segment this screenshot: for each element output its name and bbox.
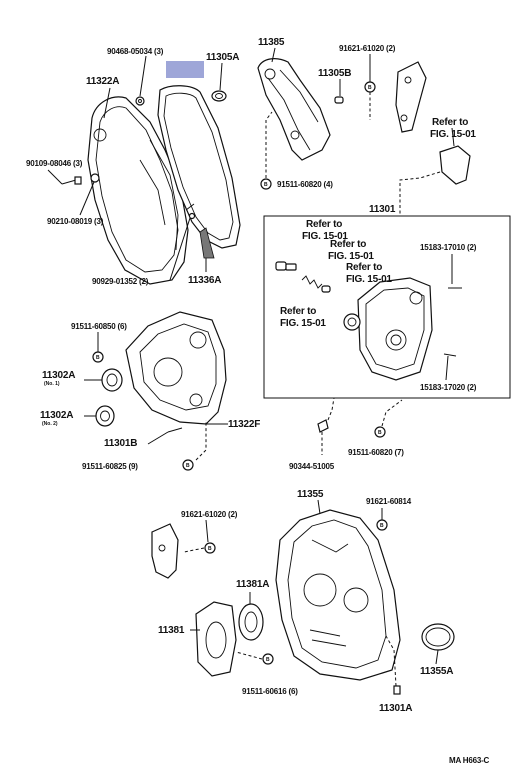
label-11322F: 11322F	[228, 419, 260, 430]
label-90210: 90210-08019 (3)	[47, 217, 104, 226]
seal-11305A	[211, 90, 227, 102]
label-ref2b: FIG. 15-01	[328, 251, 374, 262]
label-11301A: 11301A	[379, 703, 412, 714]
seal-11302A-no2	[95, 405, 115, 427]
label-11355: 11355	[297, 489, 324, 500]
label-11305B: 11305B	[318, 68, 351, 79]
bolt-11301B	[167, 427, 183, 433]
bolt-head-91511e: B	[262, 653, 274, 665]
timing-cover-11322F	[125, 311, 227, 425]
figure-code: MA H663-C	[449, 756, 490, 765]
label-11322A: 11322A	[86, 76, 119, 87]
label-no2: (No. 2)	[42, 421, 58, 427]
bolt-head-91621a: B	[364, 81, 376, 93]
pin-15183b	[443, 353, 457, 357]
seal-11302A-no1	[101, 368, 123, 392]
part-11336A	[199, 227, 215, 259]
label-11301B: 11301B	[104, 438, 137, 449]
highlight-marker[interactable]	[166, 61, 204, 78]
label-90109: 90109-08046 (3)	[26, 159, 83, 168]
timing-cover-11322A	[87, 96, 189, 285]
label-90468: 90468-05034 (3)	[107, 47, 164, 56]
label-ref3b: FIG. 15-01	[346, 274, 392, 285]
cover-11385	[257, 58, 331, 161]
bolt-head-91511d: B	[374, 426, 386, 438]
svg-text:B: B	[380, 523, 384, 529]
svg-text:B: B	[368, 85, 372, 91]
belt-gasket	[157, 85, 241, 249]
svg-text:B: B	[208, 546, 212, 552]
grommet-90468	[135, 96, 145, 106]
plug-11355A	[421, 623, 455, 651]
oil-pump-gear	[343, 313, 361, 331]
label-11305A: 11305A	[206, 52, 239, 63]
bolt-head-91511b: B	[92, 351, 104, 363]
svg-text:B: B	[378, 430, 382, 436]
svg-text:B: B	[266, 657, 270, 663]
label-91511d: 91511-60820 (7)	[348, 448, 404, 457]
label-11301: 11301	[369, 204, 396, 215]
label-11385: 11385	[258, 37, 285, 48]
plug-11305B	[334, 96, 344, 104]
label-ref4b: FIG. 15-01	[280, 318, 326, 329]
relief-valve-parts	[275, 261, 331, 293]
pin-11301A	[393, 685, 401, 695]
label-91621b: 91621-61020 (2)	[181, 510, 238, 519]
bolt-head-91511a: B	[260, 178, 272, 190]
label-ref3a: Refer to	[346, 262, 382, 273]
label-91621c: 91621-60814	[366, 497, 412, 506]
label-91511e: 91511-60616 (6)	[242, 687, 298, 696]
svg-text:B: B	[264, 182, 268, 188]
label-refer-top: Refer to	[432, 117, 468, 128]
label-91511c: 91511-60825 (9)	[82, 462, 138, 471]
label-11355A: 11355A	[420, 666, 453, 677]
label-11302A-2: 11302A	[40, 410, 73, 421]
gasket-ref-top	[439, 145, 471, 185]
label-ref4a: Refer to	[280, 306, 316, 317]
label-ref1a: Refer to	[306, 219, 342, 230]
bracket-top-right	[395, 61, 427, 133]
bolt-head-91511c: B	[182, 459, 194, 471]
label-15183a: 15183-17010 (2)	[420, 243, 477, 252]
label-11336A: 11336A	[188, 275, 221, 286]
label-refer-top-fig: FIG. 15-01	[430, 129, 476, 140]
seal-11381A	[238, 603, 264, 641]
bolt-90344	[317, 419, 329, 433]
label-91621a: 91621-61020 (2)	[339, 44, 396, 53]
oil-pump-body	[357, 277, 433, 381]
bracket-bottom-left	[151, 523, 179, 579]
label-91511b: 91511-60850 (6)	[71, 322, 127, 331]
washer-90210	[90, 173, 100, 183]
bolt-90109	[61, 176, 82, 185]
label-11302A-1: 11302A	[42, 370, 75, 381]
svg-text:B: B	[96, 355, 100, 361]
label-11381: 11381	[158, 625, 185, 636]
oil-pump-box	[263, 215, 511, 399]
bolt-head-91621b: B	[204, 542, 216, 554]
label-ref2a: Refer to	[330, 239, 366, 250]
label-ref1b: FIG. 15-01	[302, 231, 348, 242]
label-91511a: 91511-60820 (4)	[277, 180, 333, 189]
label-11381A: 11381A	[236, 579, 269, 590]
bolt-90929	[185, 203, 196, 220]
label-90344: 90344-51005	[289, 462, 335, 471]
label-15183b: 15183-17020 (2)	[420, 383, 477, 392]
label-no1: (No. 1)	[44, 381, 60, 387]
end-plate-11355	[275, 509, 401, 681]
bolt-head-91621c: B	[376, 519, 388, 531]
retainer-11381	[195, 601, 237, 677]
svg-text:B: B	[186, 463, 190, 469]
label-90929: 90929-01352 (2)	[92, 277, 149, 286]
